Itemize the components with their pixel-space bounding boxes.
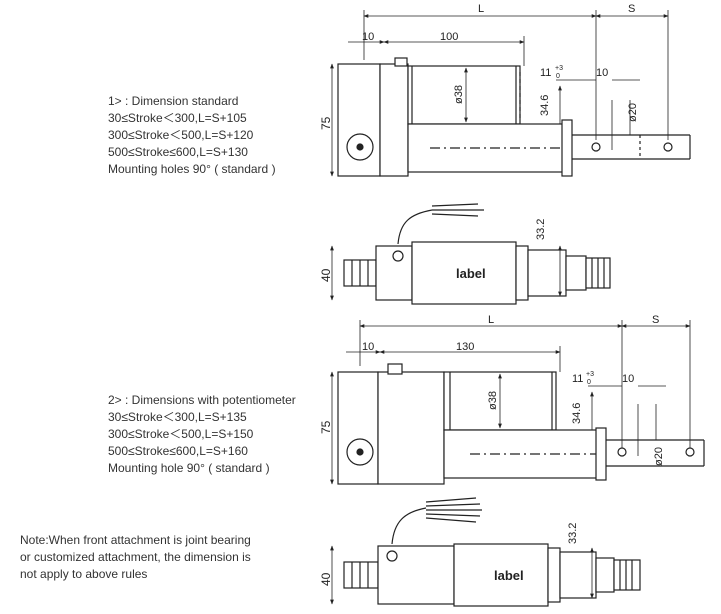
section2-line: 30≤Stroke＜300,L=S+135 — [108, 410, 247, 424]
dim-L2: L — [488, 314, 494, 326]
section1-line: Mounting holes 90° ( standard ) — [108, 162, 276, 176]
note-block: Note:When front attachment is joint bear… — [20, 532, 251, 583]
dim-100: 100 — [440, 31, 458, 43]
section1-title: 1> : Dimension standard — [108, 94, 239, 108]
dim-40: 40 — [319, 268, 333, 282]
dim-11-2: 11 — [572, 373, 583, 385]
dim-10-2: 10 — [362, 341, 374, 353]
dim-10-rod: 10 — [596, 67, 608, 79]
dim-S: S — [628, 3, 635, 15]
view2-dimensions — [330, 320, 691, 485]
section1-line: 300≤Stroke＜500,L=S+120 — [108, 128, 254, 142]
dim-33-2-2: 33.2 — [567, 523, 579, 544]
section2-line: 500≤Stroke≤600,L=S+160 — [108, 444, 248, 458]
dim-34-6: 34.6 — [539, 95, 551, 116]
dim-tol-lower-2: 0 — [587, 379, 591, 386]
section2-notes: 2> : Dimensions with potentiometer 30≤St… — [108, 392, 296, 477]
dim-d38-2: ø38 — [487, 391, 499, 410]
view1-dimensions — [330, 10, 669, 177]
dim-34-6-2: 34.6 — [571, 403, 583, 424]
dim-11: 11 — [540, 67, 551, 79]
note-line: Note:When front attachment is joint bear… — [20, 533, 251, 547]
body-label: label — [456, 266, 486, 281]
note-line: or customized attachment, the dimension … — [20, 550, 251, 564]
dim-10-rod-2: 10 — [622, 373, 634, 385]
dim-130: 130 — [456, 341, 474, 353]
dim-tol-lower: 0 — [556, 73, 560, 80]
section1-line: 500≤Stroke≤600,L=S+130 — [108, 145, 248, 159]
view1-plan-dimensions — [330, 245, 562, 301]
dim-10: 10 — [362, 31, 374, 43]
section2-title: 2> : Dimensions with potentiometer — [108, 393, 296, 407]
dim-d38: ø38 — [453, 85, 465, 104]
dim-S2: S — [652, 314, 659, 326]
dim-tol-upper: +3 — [555, 65, 563, 72]
view2-side — [337, 363, 705, 485]
dim-L: L — [478, 3, 484, 15]
dim-d20: ø20 — [627, 103, 639, 122]
note-line: not apply to above rules — [20, 567, 148, 581]
view1-side — [337, 57, 691, 177]
section2-line: 300≤Stroke＜500,L=S+150 — [108, 427, 254, 441]
dim-40-2: 40 — [319, 572, 333, 586]
dim-75-2: 75 — [319, 420, 333, 434]
view1-plan — [343, 203, 611, 305]
dim-75: 75 — [319, 116, 333, 130]
view2-plan — [343, 497, 641, 607]
view2-plan-dimensions — [330, 545, 594, 605]
dim-d20-2: ø20 — [653, 447, 665, 466]
dim-tol-upper-2: +3 — [586, 371, 594, 378]
body-label-2: label — [494, 568, 524, 583]
section1-notes: 1> : Dimension standard 30≤Stroke＜300,L=… — [108, 93, 276, 178]
section2-line: Mounting hole 90° ( standard ) — [108, 461, 270, 475]
dim-33-2: 33.2 — [535, 219, 547, 240]
section1-line: 30≤Stroke＜300,L=S+105 — [108, 111, 247, 125]
